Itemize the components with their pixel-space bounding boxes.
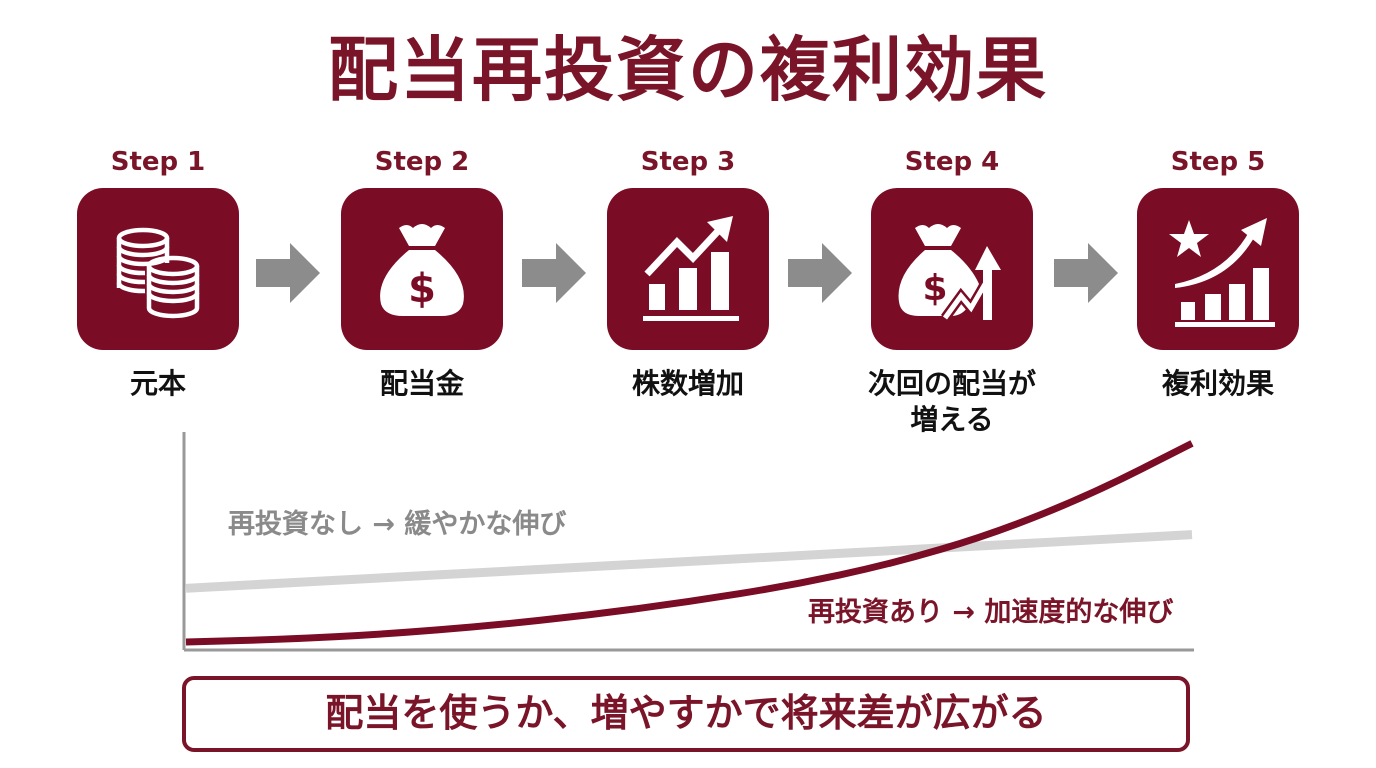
step-2: Step 2 $ 配当金 [322, 142, 522, 402]
arrow-right-icon [522, 243, 586, 303]
step-caption: 次回の配当が 増える [852, 366, 1052, 438]
step-caption-line-2: 増える [910, 403, 994, 436]
step-icon-box: $ [341, 188, 503, 350]
star-icon [1169, 220, 1209, 257]
step-5: Step 5 複利効果 [1118, 142, 1318, 402]
step-icon-box [607, 188, 769, 350]
series-label-no-reinvest: 再投資なし → 緩やかな伸び [228, 509, 567, 540]
svg-text:$: $ [408, 266, 436, 312]
step-caption-line-1: 次回の配当が [867, 367, 1036, 400]
step-1: Step 1 元本 [58, 142, 258, 402]
arrow-right-icon [788, 243, 852, 303]
step-label: Step 2 [374, 147, 470, 177]
step-caption: 配当金 [379, 367, 464, 400]
step-4: Step 4 $ 次回の配当が 増える [852, 142, 1052, 438]
step-label: Step 3 [640, 147, 736, 177]
step-3: Step 3 株数増加 [588, 142, 788, 402]
step-icon-box: $ [871, 188, 1033, 350]
arrow-right-icon [256, 243, 320, 303]
bottom-message-box: 配当を使うか、増やすかで将来差が広がる [182, 676, 1190, 752]
money-bag-icon: $ [380, 224, 464, 316]
star-growth-chart-icon [1169, 218, 1275, 327]
step-caption: 株数増加 [631, 367, 744, 400]
step-label: Step 4 [904, 147, 1000, 177]
step-label: Step 5 [1170, 147, 1266, 177]
series-line-no-reinvest [185, 530, 1193, 593]
step-label: Step 1 [110, 147, 206, 177]
money-bag-growth-icon: $ [898, 224, 1001, 321]
step-icon-box [1137, 188, 1299, 350]
arrow-right-icon [1054, 243, 1118, 303]
growth-chart-icon [643, 216, 739, 321]
page-title: 配当再投資の複利効果 [328, 29, 1048, 111]
step-icon-box [77, 188, 239, 350]
svg-text:$: $ [922, 268, 947, 309]
bottom-message: 配当を使うか、増やすかで将来差が広がる [325, 691, 1047, 735]
series-label-reinvest: 再投資あり → 加速度的な伸び [808, 597, 1174, 628]
step-caption: 複利効果 [1161, 367, 1274, 400]
step-caption: 元本 [129, 367, 186, 400]
coin-stack-icon [116, 227, 200, 319]
